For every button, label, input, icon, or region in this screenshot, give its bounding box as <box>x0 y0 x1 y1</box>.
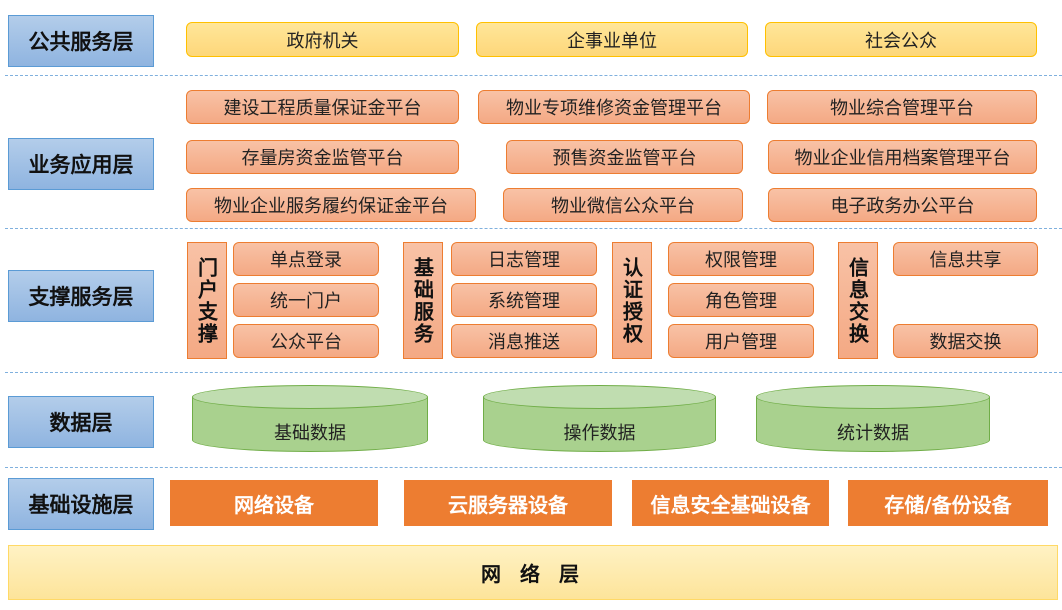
support-group-label: 基础服务 <box>403 242 443 359</box>
layer-public-service: 公共服务层 <box>8 15 154 67</box>
support-group-label: 门户支撑 <box>187 242 227 359</box>
layer-support-service: 支撑服务层 <box>8 270 154 322</box>
support-box: 权限管理 <box>668 242 814 276</box>
layer-business-application: 业务应用层 <box>8 138 154 190</box>
layer-data: 数据层 <box>8 396 154 448</box>
data-cylinder: 统计数据 <box>756 385 990 452</box>
business-box: 存量房资金监管平台 <box>186 140 459 174</box>
support-box: 统一门户 <box>233 283 379 317</box>
support-box: 系统管理 <box>451 283 597 317</box>
public-box: 社会公众 <box>765 22 1037 57</box>
business-box: 物业企业服务履约保证金平台 <box>186 188 476 222</box>
divider <box>5 467 1062 468</box>
divider <box>5 372 1062 373</box>
business-box: 物业企业信用档案管理平台 <box>768 140 1037 174</box>
public-box: 政府机关 <box>186 22 459 57</box>
data-label: 操作数据 <box>563 422 636 444</box>
business-box: 物业综合管理平台 <box>767 90 1037 124</box>
infra-box: 云服务器设备 <box>404 480 612 526</box>
support-box: 单点登录 <box>233 242 379 276</box>
business-box: 物业微信公众平台 <box>503 188 743 222</box>
support-box: 公众平台 <box>233 324 379 358</box>
support-box: 信息共享 <box>893 242 1038 276</box>
support-box: 消息推送 <box>451 324 597 358</box>
support-box: 数据交换 <box>893 324 1038 358</box>
layer-network: 网 络 层 <box>8 545 1058 600</box>
data-cylinder: 操作数据 <box>483 385 716 452</box>
business-box: 电子政务办公平台 <box>768 188 1037 222</box>
support-box: 用户管理 <box>668 324 814 358</box>
infra-box: 信息安全基础设备 <box>632 480 829 526</box>
support-group-label: 信息交换 <box>838 242 878 359</box>
infra-box: 存储/备份设备 <box>848 480 1048 526</box>
data-cylinder: 基础数据 <box>192 385 428 452</box>
divider <box>5 228 1062 229</box>
business-box: 物业专项维修资金管理平台 <box>478 90 750 124</box>
data-label: 基础数据 <box>274 422 346 444</box>
business-box: 预售资金监管平台 <box>506 140 743 174</box>
data-label: 统计数据 <box>837 422 909 444</box>
business-box: 建设工程质量保证金平台 <box>186 90 459 124</box>
layer-infrastructure: 基础设施层 <box>8 478 154 530</box>
infra-box: 网络设备 <box>170 480 378 526</box>
public-box: 企事业单位 <box>476 22 748 57</box>
divider <box>5 75 1062 76</box>
support-box: 日志管理 <box>451 242 597 276</box>
support-group-label: 认证授权 <box>612 242 652 359</box>
support-box: 角色管理 <box>668 283 814 317</box>
